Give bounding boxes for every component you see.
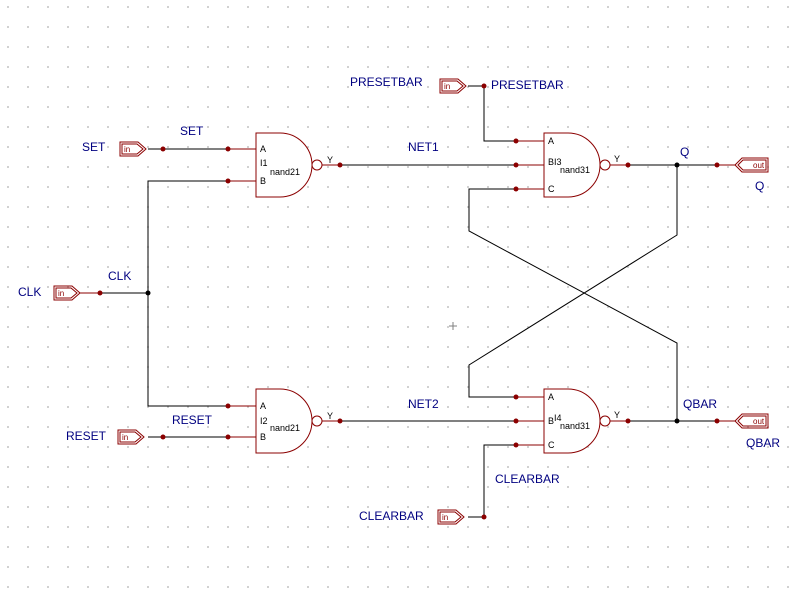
i3-type: nand31 — [560, 165, 590, 175]
node-presetbar-port — [481, 83, 487, 89]
port-set-tag: in — [124, 145, 130, 154]
net-label-q: Q — [680, 145, 689, 159]
connection-dots — [97, 83, 720, 520]
node-q-port — [714, 162, 720, 168]
node-i4-c — [513, 442, 519, 448]
port-reset-tag: in — [122, 433, 128, 442]
i4-instance: I4 — [554, 413, 562, 423]
port-label-set: SET — [82, 140, 106, 154]
i4-type: nand31 — [560, 421, 590, 431]
node-i3-a — [513, 138, 519, 144]
node-i3-c — [513, 186, 519, 192]
i1-pin-b: B — [260, 176, 266, 186]
port-qbar[interactable]: out — [717, 413, 769, 429]
node-i3-b — [513, 162, 519, 168]
net-label-clk: CLK — [108, 269, 131, 283]
node-i1-y — [337, 162, 343, 168]
i4-pin-b: B — [548, 416, 554, 426]
port-clk-tag: in — [58, 289, 64, 298]
net-label-qbar: QBAR — [683, 397, 717, 411]
net-label-clearbar: CLEARBAR — [495, 472, 560, 486]
node-qbar-port — [714, 418, 720, 424]
node-clearbar-port — [481, 514, 487, 520]
node-reset-port — [160, 434, 166, 440]
junction-clk — [145, 290, 151, 296]
wire-feedback-qbar — [468, 188, 678, 421]
i2-pin-y: Y — [327, 411, 333, 421]
wire-clk-bus — [147, 180, 228, 407]
i3-pin-b: B — [548, 157, 554, 167]
port-clk[interactable]: in — [53, 285, 100, 301]
i1-instance: I1 — [260, 158, 268, 168]
node-i4-y — [625, 418, 631, 424]
node-clk-port — [97, 290, 103, 296]
port-set[interactable]: in — [119, 141, 147, 157]
junction-qbar — [674, 418, 680, 424]
i2-pin-a: A — [260, 401, 266, 411]
port-presetbar[interactable]: in — [439, 78, 467, 94]
i1-type: nand21 — [270, 167, 300, 177]
port-clearbar[interactable]: in — [437, 509, 465, 525]
port-label-clearbar: CLEARBAR — [359, 509, 424, 523]
port-label-clk: CLK — [18, 285, 41, 299]
node-i4-b — [513, 418, 519, 424]
crosshair-cursor — [449, 322, 457, 330]
net-label-net2: NET2 — [408, 397, 439, 411]
i3-pin-c: C — [548, 184, 555, 194]
i2-pin-b: B — [260, 432, 266, 442]
wire-presetbar — [468, 85, 516, 142]
i3-pin-y: Y — [614, 154, 620, 164]
node-i1-b — [225, 178, 231, 184]
junction-q — [674, 162, 680, 168]
gate-i2[interactable]: A B I2 nand21 Y — [228, 388, 340, 454]
port-reset[interactable]: in — [117, 429, 145, 445]
port-label-q: Q — [755, 179, 764, 193]
node-i1-a — [225, 146, 231, 152]
node-i2-b — [225, 434, 231, 440]
wire-feedback-q — [468, 165, 678, 398]
port-clearbar-tag: in — [442, 513, 448, 522]
node-set-port — [160, 146, 166, 152]
port-qbar-tag: out — [753, 417, 765, 426]
i2-instance: I2 — [260, 416, 268, 426]
net-label-presetbar: PRESETBAR — [491, 78, 564, 92]
net-label-net1: NET1 — [408, 140, 439, 154]
node-i2-a — [225, 403, 231, 409]
port-presetbar-tag: in — [444, 82, 450, 91]
node-i4-a — [513, 394, 519, 400]
gate-i4[interactable]: A B C I4 nand31 Y — [516, 388, 628, 454]
i3-pin-a: A — [548, 136, 554, 146]
i4-pin-c: C — [548, 440, 555, 450]
port-q-tag: out — [753, 161, 765, 170]
node-i2-y — [337, 418, 343, 424]
net-label-set: SET — [180, 124, 204, 138]
port-label-reset: RESET — [66, 429, 107, 443]
i1-pin-y: Y — [327, 155, 333, 165]
port-label-qbar: QBAR — [746, 436, 780, 450]
gate-i1[interactable]: A B I1 nand21 Y — [228, 132, 340, 198]
port-q[interactable]: out — [717, 157, 769, 173]
i1-pin-a: A — [260, 144, 266, 154]
i3-instance: I3 — [554, 157, 562, 167]
net-label-reset: RESET — [172, 413, 213, 427]
i4-pin-a: A — [548, 392, 554, 402]
i2-type: nand21 — [270, 423, 300, 433]
gate-i3[interactable]: A B C I3 nand31 Y — [516, 132, 628, 198]
port-label-presetbar: PRESETBAR — [350, 75, 423, 89]
wire-clearbar — [468, 444, 516, 518]
i4-pin-y: Y — [614, 410, 620, 420]
node-i3-y — [625, 162, 631, 168]
